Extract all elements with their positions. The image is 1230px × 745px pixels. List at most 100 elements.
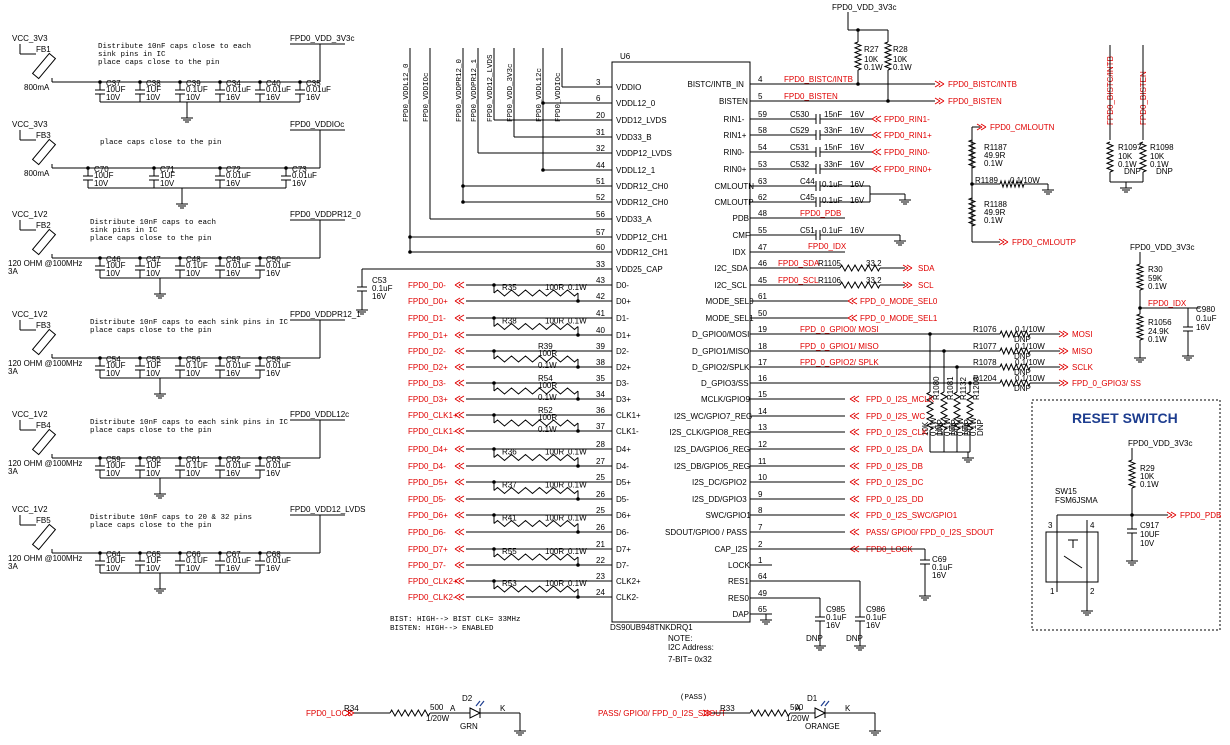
pin-number: 22 [596,556,605,565]
resistor-power: 0.1W [568,481,587,490]
cap-ref: C51 [800,226,815,235]
cap-ref: C529 [790,126,810,135]
vertical-net-label: FPD0_VDDIOc [555,72,563,122]
resistor-value: 10K [864,55,879,64]
net-label-inner: FPD_0_GPIO0/ MOSI [800,325,879,334]
cap-ref: C65 [146,550,161,559]
resistor-ref: R1106 [818,276,842,285]
net-offpage: FPD_0_I2S_DB [866,462,923,471]
resistor-power: 0.1W [893,63,912,72]
note-i2c: I2C Address: [668,643,714,652]
ferrite-body [31,328,57,356]
ferrite-bead [31,228,57,256]
cap-voltage: 16V [266,369,281,378]
pin-name: I2S_DD/GPIO3 [692,495,747,504]
idx-c980 [1183,318,1193,340]
resistor-ref: R33 [720,704,735,713]
pin-name: D3- [616,379,629,388]
resistor-power: 0.1W [1118,160,1137,169]
offpage-arrow-left [454,495,465,503]
led-cathode: K [500,704,506,713]
net-offpage: MISO [1072,347,1092,356]
pin-name: RES1 [728,577,749,586]
cap-voltage: 10V [106,564,121,573]
resistor-value: 500 [430,703,444,712]
offpage-arrow-left [454,314,465,322]
cap-value: 0.01uF [266,361,291,370]
cap-ref: C67 [226,550,241,559]
cap-value: 0.1UF [186,261,208,270]
cap-voltage: 16V [372,292,387,301]
junction-dot [576,464,580,468]
pin-name: CLK2+ [616,577,641,586]
resistor-ref: R1081 [946,376,955,400]
cap-value: 10UF [106,361,126,370]
offpage-arrow-left [849,395,860,403]
resistor-value: 100R [545,579,564,588]
pin-name: CLK1+ [616,411,641,420]
net-offpage: PASS/ GPIO0/ FPD_0_I2S_SDOUT [866,528,994,537]
cap-voltage: 10V [146,564,161,573]
resistor-ref: R53 [502,579,517,588]
offpage-arrow-left [849,495,860,503]
ac-coupling-cap [810,130,826,140]
junction-dot [218,80,222,84]
cap-ref: C54 [106,355,121,364]
resistor-zigzag [493,519,579,528]
resistor-power: 0.1W [568,579,587,588]
resistor-power: 0.1W [984,159,1003,168]
pin-name: D_GPIO0/MOSI [692,330,749,339]
ground-symbol [514,725,526,736]
cap-voltage: 10V [94,179,109,188]
dnp-note: DNP [963,419,972,436]
power-output-net: FPD0_VDDIOc [290,120,344,129]
pin-number: 19 [758,325,767,334]
net-offpage: FPD0_CMLOUTP [1012,238,1076,247]
pin-number: 35 [596,374,605,383]
cap-value: 0.01uF [226,556,251,565]
junction-dot [576,530,580,534]
pin-name: D4- [616,462,629,471]
decoupling-cap [83,168,93,188]
pin-name: CLK2- [616,593,639,602]
note-title: NOTE: [668,634,692,643]
vertical-net-label: FPD0_VDDPR12_1 [471,58,479,122]
resistor-value: 10K [1140,472,1155,481]
design-note: sink pins in IC [98,51,166,59]
resistor-power: 0.1W [538,425,557,434]
pin-number: 11 [758,457,767,466]
pin-name: I2C_SCL [715,281,748,290]
cap-voltage: 16V [266,93,281,102]
ic-u6: U6DS90UB948TNKDRQ13VDDIO6VDDL12_020VDD12… [592,52,772,632]
junction-dot [178,356,182,360]
pin-number: 31 [596,128,605,137]
resistor-ref: R30 [1148,265,1163,274]
cap-value: 0.1UF [186,556,208,565]
junction-dot [492,316,496,320]
gpio-resistor [999,378,1031,388]
pin-number: 46 [758,259,767,268]
pin-name: D1- [616,314,629,323]
junction-dot [492,547,496,551]
net-offpage: FPD0_PDB [1180,511,1221,520]
power-output-net: FPD0_VDDPR12_1 [290,310,361,319]
junction-dot [218,551,222,555]
pin-number: 3 [596,78,601,87]
gpio-resistor [999,329,1031,339]
cap-value: 0.1UF [186,361,208,370]
switch-part: FSM6JSMA [1055,496,1098,505]
pin-number: 34 [596,390,605,399]
junction-dot [178,80,182,84]
lvds-net-label: FPD0_D0+ [408,297,448,306]
offpage-arrow-left [849,428,860,436]
resistor-value: 10K [1118,152,1133,161]
offpage-arrow-right [1058,379,1069,387]
design-note: place caps close to the pin [100,139,222,147]
offpage-arrow-left [454,379,465,387]
resistor-ref: R1204 [973,374,997,383]
pin-number: 9 [758,490,763,499]
cap-voltage: 16V [850,226,865,235]
pin-name: D0+ [616,297,631,306]
